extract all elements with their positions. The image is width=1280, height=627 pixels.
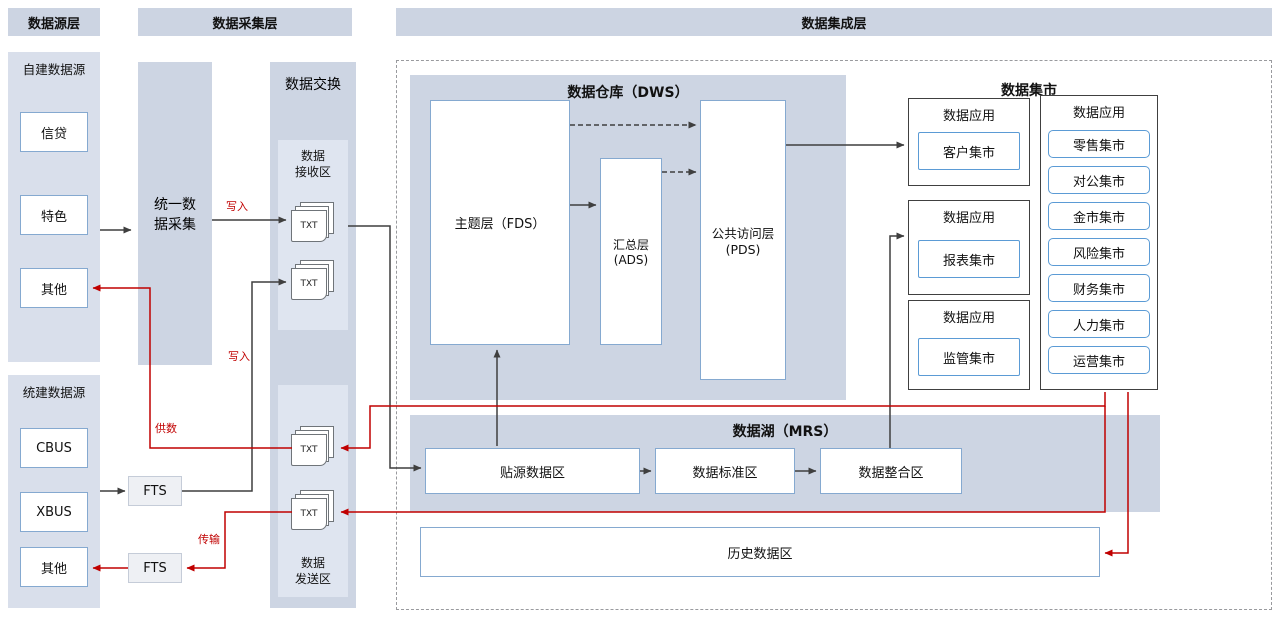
txt-file-send-2-icon: TXT: [291, 490, 336, 532]
mart-item-retail: 零售集市: [1048, 130, 1150, 158]
layer-header-source: 数据源层: [8, 8, 100, 36]
box-cbus: CBUS: [20, 428, 88, 468]
layer-header-integration-label: 数据集成层: [801, 16, 867, 32]
txt-file-send-1-icon: TXT: [291, 426, 336, 468]
mart-group-2-label: 数据应用: [942, 211, 995, 226]
box-special: 特色: [20, 195, 88, 235]
box-customer-mart: 客户集市: [918, 132, 1020, 170]
box-unified-collection: 统一数 据采集: [138, 62, 212, 365]
mart-item-operations: 运营集市: [1048, 346, 1150, 374]
layer-header-integration: 数据集成层: [396, 8, 1272, 36]
txt-file-receive-1-label: TXT: [291, 210, 327, 242]
panel-self-built-title: 自建数据源: [22, 62, 86, 77]
box-other-self: 其他: [20, 268, 88, 308]
mart-item-goldmarket: 金市集市: [1048, 202, 1150, 230]
panel-unified-built-title: 统建数据源: [22, 385, 86, 400]
txt-file-send-1-label: TXT: [291, 434, 327, 466]
box-report-mart: 报表集市: [918, 240, 1020, 278]
mart-app-list-label: 数据应用: [1072, 106, 1125, 121]
box-source-data-zone: 贴源数据区: [425, 448, 640, 494]
box-pds: 公共访问层 (PDS): [700, 100, 786, 380]
txt-file-send-2-label: TXT: [291, 498, 327, 530]
box-other-unified: 其他: [20, 547, 88, 587]
layer-header-source-label: 数据源层: [27, 16, 80, 32]
box-history-zone: 历史数据区: [420, 527, 1100, 577]
mart-group-3-label: 数据应用: [942, 311, 995, 326]
panel-dws-title: 数据仓库（DWS）: [567, 85, 689, 101]
txt-file-receive-2-icon: TXT: [291, 260, 336, 302]
box-regulatory-mart: 监管集市: [918, 338, 1020, 376]
mart-item-hr: 人力集市: [1048, 310, 1150, 338]
layer-header-collection: 数据采集层: [138, 8, 352, 36]
mart-item-corporate: 对公集市: [1048, 166, 1150, 194]
box-fds: 主题层（FDS）: [430, 100, 570, 345]
box-data-standard-zone: 数据标准区: [655, 448, 795, 494]
box-fts-2: FTS: [128, 553, 182, 583]
panel-data-exchange-title: 数据交换: [285, 77, 341, 93]
box-ads: 汇总层 (ADS): [600, 158, 662, 345]
mart-group-1-label: 数据应用: [942, 109, 995, 124]
box-xbus: XBUS: [20, 492, 88, 532]
mart-item-finance: 财务集市: [1048, 274, 1150, 302]
box-fts-1: FTS: [128, 476, 182, 506]
txt-file-receive-1-icon: TXT: [291, 202, 336, 244]
box-credit: 信贷: [20, 112, 88, 152]
box-data-integration-zone: 数据整合区: [820, 448, 962, 494]
layer-header-collection-label: 数据采集层: [212, 16, 278, 32]
label-write-2: 写入: [228, 350, 250, 363]
zone-send-title: 数据 发送区: [294, 555, 331, 586]
label-transfer: 传输: [198, 533, 220, 546]
zone-receive-title: 数据 接收区: [294, 149, 331, 180]
panel-mrs-title: 数据湖（MRS）: [732, 424, 838, 440]
label-write-1: 写入: [226, 200, 248, 213]
txt-file-receive-2-label: TXT: [291, 268, 327, 300]
label-supply: 供数: [155, 422, 177, 435]
mart-item-risk: 风险集市: [1048, 238, 1150, 266]
